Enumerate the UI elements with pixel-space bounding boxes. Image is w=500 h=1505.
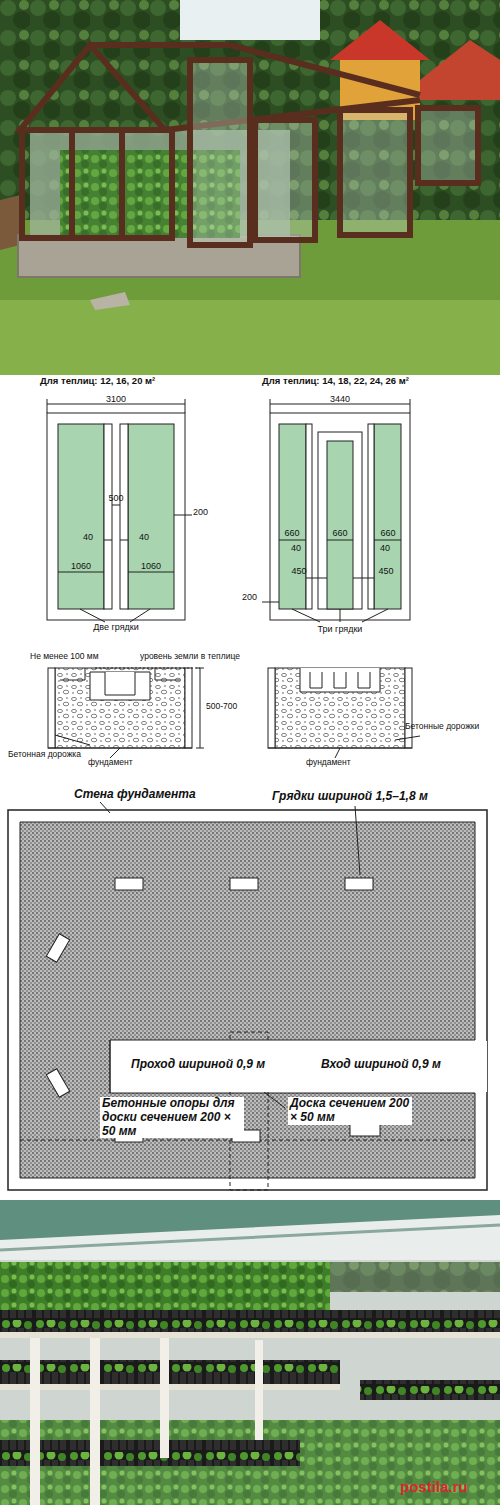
part-label: Бетонные опоры для доски сечением 200 × … (100, 1097, 244, 1138)
part-label: фундамент (88, 758, 133, 768)
part-label: фундамент (306, 758, 351, 768)
dimension-label: 200 (242, 592, 257, 602)
dimension-label: 40 (380, 543, 390, 553)
passage-area: Проход шириной 0,9 м Вход шириной 0,9 м (111, 1041, 487, 1092)
dimension-label: 3100 (106, 394, 126, 404)
part-label: Доска сечением 200 × 50 мм (288, 1097, 412, 1125)
passage-label: Вход шириной 0,9 м (321, 1057, 441, 1071)
caption-label: Три грядки (318, 624, 363, 634)
dimension-label: 500-700 (206, 702, 237, 712)
greenhouse-photo (0, 0, 500, 375)
dimension-label: 1060 (141, 561, 161, 571)
watermark: postila.ru (400, 1478, 468, 1495)
dimension-label: 450 (291, 566, 306, 576)
note-label: уровень земли в теплице (140, 652, 240, 662)
part-label: Стена фундамента (72, 788, 198, 802)
passage-label: Проход шириной 0,9 м (131, 1057, 265, 1071)
caption-label: Две грядки (93, 622, 139, 632)
part-label: Бетонные дорожки (405, 722, 479, 732)
dimension-label: 3440 (330, 394, 350, 404)
dimension-label: 660 (284, 528, 299, 538)
two-bed-section (48, 668, 204, 758)
note-label: Не менее 100 мм (30, 652, 99, 662)
three-bed-plan (262, 399, 410, 622)
dimension-label: 450 (378, 566, 393, 576)
seedlings-photo (0, 1200, 500, 1505)
dimension-label: 660 (380, 528, 395, 538)
dimension-label: 40 (83, 532, 93, 542)
plan-heading: Для теплиц: 14, 18, 22, 24, 26 м² (262, 376, 409, 387)
dimension-label: 1060 (71, 561, 91, 571)
dimension-label: 40 (291, 543, 301, 553)
dimension-label: 200 (193, 507, 208, 517)
dimension-label: 40 (139, 532, 149, 542)
two-bed-plan (47, 399, 192, 622)
dimension-label: 500 (108, 493, 123, 503)
three-bed-section (268, 668, 420, 758)
greenhouse-plan (8, 802, 487, 1190)
dimension-label: 660 (332, 528, 347, 538)
plan-heading: Для теплиц: 12, 16, 20 м² (40, 376, 155, 387)
part-label: Грядки шириной 1,5–1,8 м (270, 790, 430, 804)
part-label: Бетонная дорожка (8, 750, 81, 760)
